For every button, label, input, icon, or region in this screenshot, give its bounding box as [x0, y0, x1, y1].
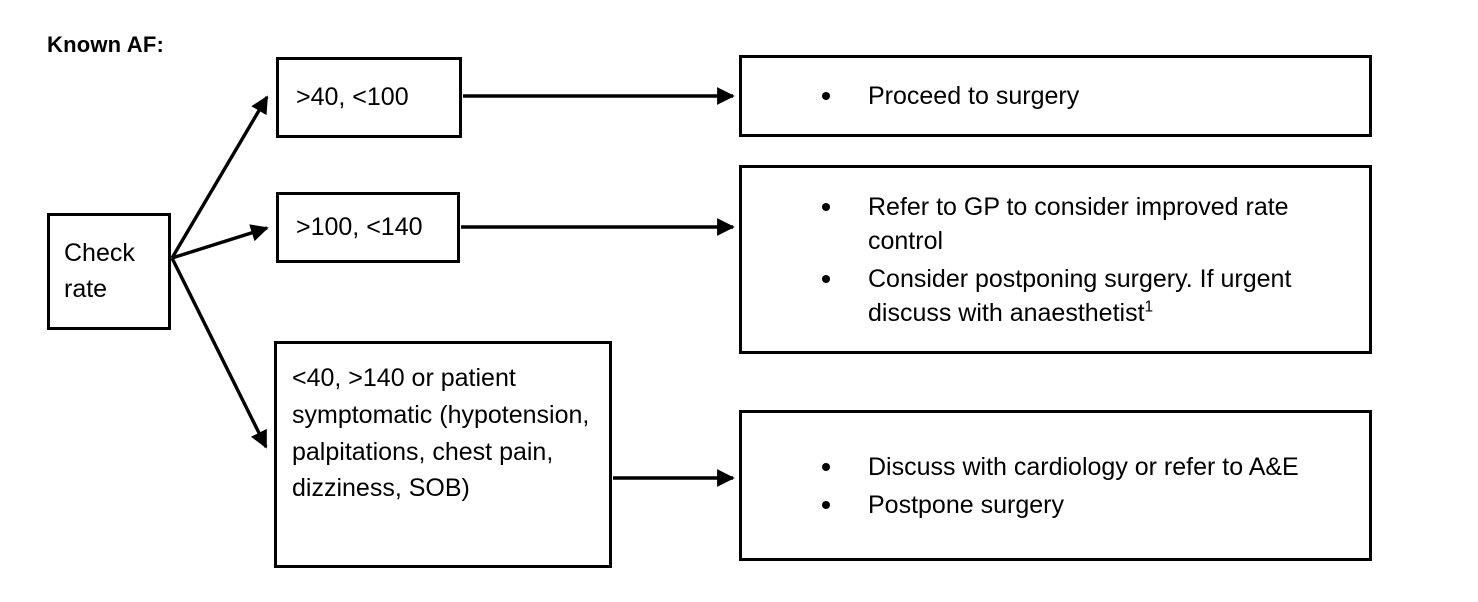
bullet-item: Proceed to surgery — [742, 79, 1333, 113]
node-rate-normal[interactable]: >40, <100 — [276, 57, 462, 138]
node-check-rate-label: Check rate — [64, 239, 135, 303]
chart-title: Known AF: — [47, 32, 165, 57]
node-check-rate[interactable]: Check rate — [47, 213, 171, 330]
node-rate-normal-label: >40, <100 — [296, 83, 409, 112]
bullet-item: Consider postponing surgery. If urgent d… — [742, 262, 1333, 330]
bullet-dot-icon — [822, 274, 830, 283]
bullet-dot-icon — [822, 92, 830, 100]
bullet-text: Discuss with cardiology or refer to A&E — [868, 452, 1299, 481]
bullet-dot-icon — [822, 462, 830, 471]
bullet-text: Postpone surgery — [868, 490, 1064, 519]
node-rate-moderate[interactable]: >100, <140 — [276, 192, 460, 263]
node-rate-severe-label: <40, >140 or patient symptomatic (hypote… — [292, 364, 590, 503]
bullet-text: Refer to GP to consider improved rate co… — [868, 192, 1289, 255]
node-outcome-refer[interactable]: Refer to GP to consider improved rate co… — [739, 165, 1372, 354]
bullet-item: Refer to GP to consider improved rate co… — [742, 190, 1333, 258]
bullet-dot-icon — [822, 500, 830, 509]
connector-check-rate-to-rate-severe — [170, 257, 268, 449]
node-outcome-proceed[interactable]: Proceed to surgery — [739, 55, 1372, 137]
bullet-text: Consider postponing surgery. If urgent d… — [868, 264, 1292, 327]
bullet-dot-icon — [822, 202, 830, 211]
footnote-marker: 1 — [1144, 298, 1154, 316]
outcome-refer-bullet-list: Refer to GP to consider improved rate co… — [742, 190, 1369, 330]
node-rate-moderate-label: >100, <140 — [296, 213, 423, 242]
outcome-discuss-bullet-list: Discuss with cardiology or refer to A&E P… — [742, 450, 1369, 522]
connector-check-rate-to-rate-moderate — [171, 224, 269, 260]
bullet-item: Discuss with cardiology or refer to A&E — [742, 450, 1333, 484]
bullet-item: Postpone surgery — [742, 488, 1333, 522]
node-outcome-discuss[interactable]: Discuss with cardiology or refer to A&E P… — [739, 410, 1372, 561]
bullet-text: Proceed to surgery — [868, 82, 1080, 110]
outcome-proceed-bullet-list: Proceed to surgery — [742, 79, 1369, 113]
node-rate-severe[interactable]: <40, >140 or patient symptomatic (hypote… — [274, 341, 612, 568]
connector-check-rate-to-rate-normal — [170, 95, 269, 259]
